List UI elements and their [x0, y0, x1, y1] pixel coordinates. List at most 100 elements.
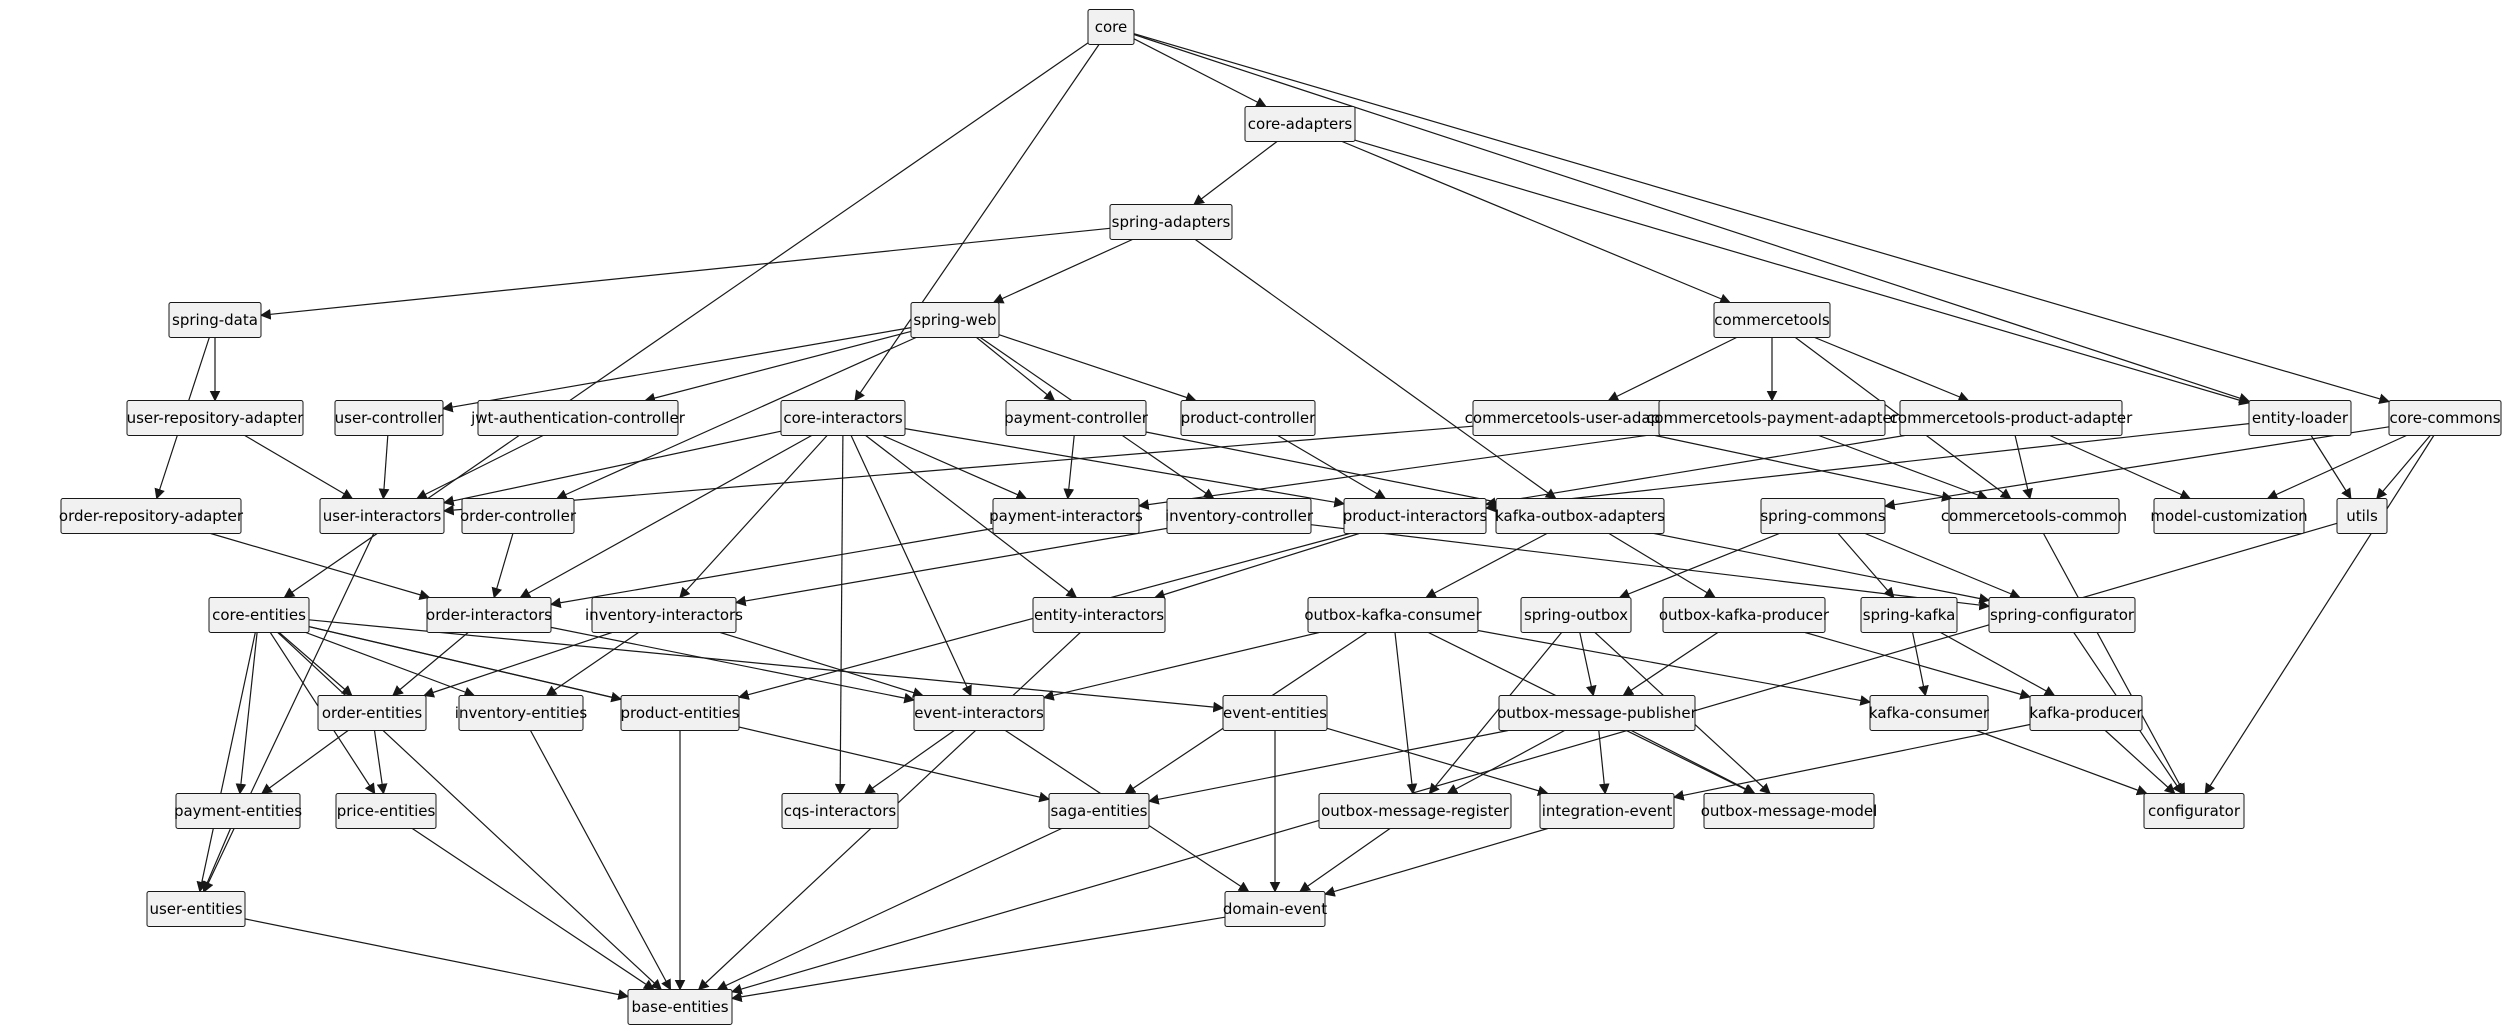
edge-core-commons-to-spring-commons: [1883, 426, 2390, 511]
node-box: [1860, 597, 1958, 633]
edge-outbox-kafka-producer-to-kafka-producer: [1804, 631, 2032, 700]
edge-core-entities-to-payment-entities: [235, 632, 258, 795]
edge-spring-web-to-order-controller: [556, 336, 917, 500]
node-entity-interactors: entity-interactors: [1032, 597, 1166, 633]
node-user-repository-adapter: user-repository-adapter: [126, 400, 304, 436]
edge-spring-commons-to-spring-kafka: [1837, 533, 1895, 599]
node-kafka-outbox-adapters: kafka-outbox-adapters: [1495, 498, 1665, 534]
edge-core-to-core-commons: [1133, 33, 2391, 405]
edge-core-adapters-to-spring-adapters: [1193, 141, 1278, 206]
node-entity-loader: entity-loader: [2248, 400, 2352, 436]
node-box: [334, 400, 444, 436]
node-saga-entities: saga-entities: [1048, 793, 1150, 829]
edge-integration-event-to-domain-event: [1323, 827, 1548, 897]
node-box: [1318, 793, 1512, 829]
node-label: outbox-message-publisher: [1497, 704, 1697, 722]
node-label: event-entities: [1223, 704, 1327, 722]
edge-inventory-controller-to-spring-configurator: [1310, 524, 1991, 611]
node-box: [1869, 695, 1989, 731]
edge-core-interactors-to-user-interactors: [442, 430, 782, 507]
node-outbox-message-publisher: outbox-message-publisher: [1497, 695, 1698, 731]
edge-core-entities-to-user-entities: [196, 632, 256, 893]
node-kafka-consumer: kafka-consumer: [1869, 695, 1990, 731]
node-utils: utils: [2336, 498, 2388, 534]
edge-outbox-kafka-consumer-to-kafka-consumer: [1477, 629, 1872, 706]
edge-payment-entities-to-user-entities: [202, 828, 232, 893]
node-core-entities: core-entities: [208, 597, 310, 633]
edge-core-commons-to-utils: [2376, 435, 2431, 500]
node-label: spring-data: [172, 311, 258, 329]
edge-commercetools-product-adapter-to-commercetools-common: [2014, 435, 2033, 500]
edge-core-to-core-adapters: [1133, 38, 1267, 108]
edge-core-entities-to-inventory-entities: [305, 631, 476, 698]
node-box: [477, 400, 679, 436]
node-label: event-interactors: [914, 704, 1044, 722]
node-label: inventory-interactors: [585, 606, 743, 624]
node-commercetools-payment-adapter: commercetools-payment-adapter: [1646, 400, 1899, 436]
node-label: domain-event: [1223, 900, 1327, 918]
node-order-repository-adapter: order-repository-adapter: [59, 498, 244, 534]
node-spring-kafka: spring-kafka: [1860, 597, 1958, 633]
node-inventory-interactors: inventory-interactors: [585, 597, 743, 633]
node-event-interactors: event-interactors: [913, 695, 1045, 731]
edge-kafka-outbox-adapters-to-outbox-kafka-producer: [1608, 532, 1716, 599]
node-label: kafka-outbox-adapters: [1495, 507, 1665, 525]
edge-core-interactors-to-inventory-interactors: [679, 435, 828, 599]
node-commercetools-user-adapter: commercetools-user-adapter: [1465, 400, 1682, 436]
node-label: commercetools-payment-adapter: [1646, 409, 1899, 427]
edge-core-entities-to-base-entities: [277, 632, 662, 991]
node-label: spring-web: [913, 311, 996, 329]
node-configurator: configurator: [2143, 793, 2245, 829]
node-box: [1166, 498, 1312, 534]
node-label: user-controller: [335, 409, 445, 427]
edge-order-controller-to-order-interactors: [491, 533, 514, 599]
node-inventory-entities: inventory-entities: [455, 695, 588, 731]
edge-outbox-kafka-consumer-to-event-interactors: [1042, 631, 1320, 701]
node-box: [2029, 695, 2143, 731]
node-integration-event: integration-event: [1539, 793, 1675, 829]
node-box: [1005, 400, 1147, 436]
node-spring-data: spring-data: [168, 302, 262, 338]
node-spring-adapters: spring-adapters: [1109, 204, 1233, 240]
edge-event-entities-to-integration-event: [1326, 727, 1549, 796]
edge-outbox-message-publisher-to-saga-entities: [1147, 729, 1509, 805]
edge-spring-adapters-to-spring-web: [992, 238, 1133, 304]
node-box: [1703, 793, 1875, 829]
node-box: [780, 400, 906, 436]
edge-core-entities-to-event-entities: [308, 619, 1225, 713]
node-box: [60, 498, 242, 534]
edge-inventory-interactors-to-event-interactors: [720, 631, 924, 698]
edge-jwt-authentication-controller-to-user-interactors: [416, 434, 544, 500]
node-box: [2153, 498, 2305, 534]
edge-kafka-outbox-adapters-to-outbox-kafka-consumer: [1425, 532, 1548, 599]
node-product-interactors: product-interactors: [1343, 498, 1487, 534]
node-commercetools-product-adapter: commercetools-product-adapter: [1890, 400, 2133, 436]
node-box: [458, 695, 584, 731]
node-label: inventory-entities: [455, 704, 588, 722]
edge-commercetools-product-adapter-to-model-customization: [2049, 434, 2192, 500]
node-base-entities: base-entities: [627, 989, 733, 1025]
node-box: [1032, 597, 1166, 633]
node-label: jwt-authentication-controller: [470, 409, 686, 427]
edge-core-interactors-to-event-interactors: [850, 435, 972, 697]
edge-commercetools-to-commercetools-user-adapter: [1607, 336, 1737, 402]
node-label: order-controller: [460, 507, 577, 525]
edge-core-commons-to-configurator: [2204, 435, 2435, 795]
node-core-adapters: core-adapters: [1244, 106, 1356, 142]
node-label: order-interactors: [426, 606, 552, 624]
node-core-interactors: core-interactors: [780, 400, 906, 436]
edge-core-to-core-interactors: [854, 44, 1100, 402]
node-label: spring-commons: [1760, 507, 1885, 525]
node-box: [1224, 891, 1326, 927]
node-label: payment-entities: [174, 802, 302, 820]
node-label: core-interactors: [783, 409, 903, 427]
node-product-entities: product-entities: [620, 695, 740, 731]
node-label: commercetools-common: [1941, 507, 2127, 525]
edge-product-interactors-to-entity-interactors: [1153, 532, 1360, 600]
node-box: [317, 695, 427, 731]
node-box: [1520, 597, 1632, 633]
node-box: [1180, 400, 1316, 436]
edge-core-adapters-to-commercetools: [1341, 140, 1731, 304]
node-label: outbox-kafka-consumer: [1304, 606, 1482, 624]
